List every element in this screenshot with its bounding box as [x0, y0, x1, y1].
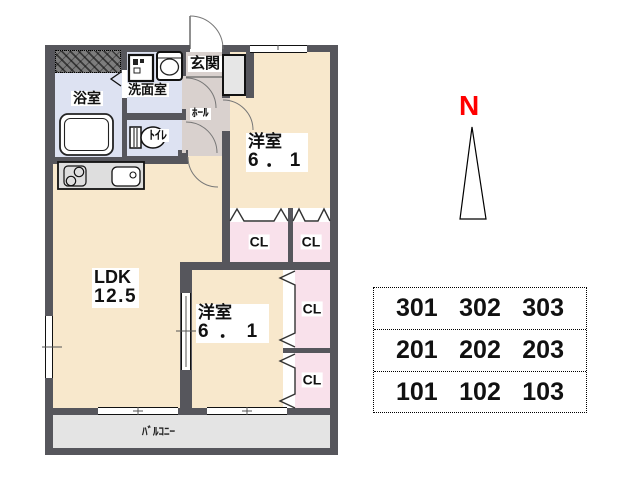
room-size: 12.5 — [94, 286, 138, 308]
entrance-label: 玄関 — [188, 55, 223, 73]
wall-stub — [178, 150, 188, 158]
closet-divider-wall — [288, 208, 293, 262]
closet-label: CL — [301, 300, 323, 317]
table-row: 201 202 203 — [374, 329, 586, 371]
room-name: LDK — [94, 267, 131, 287]
unit-number: 203 — [522, 336, 564, 364]
bathroom-label: 浴室 — [71, 90, 103, 107]
unit-number: 101 — [396, 378, 438, 406]
table-row: 301 302 303 — [374, 288, 586, 329]
washroom-label: 洗面室 — [126, 82, 170, 98]
western-room-lower-label: 洋室 6．1 — [196, 303, 269, 343]
washroom-doorway-gap — [182, 76, 186, 109]
entrance-side-wall — [246, 52, 254, 98]
bathroom-doorway-gap — [122, 70, 127, 98]
balcony-floor — [53, 415, 330, 448]
unit-number: 102 — [459, 378, 501, 406]
closet-folding-door-strip-middle — [283, 270, 295, 348]
closet-label: CL — [248, 233, 270, 250]
balcony-window-right — [207, 407, 287, 415]
table-row: 101 102 103 — [374, 371, 586, 413]
lower-room-top-wall — [192, 262, 290, 270]
compass-north-label: N — [459, 90, 480, 121]
room-size: 6．1 — [198, 321, 267, 343]
hatched-service-area — [55, 50, 121, 73]
unit-number-table: 301 302 303 201 202 203 101 102 103 — [373, 287, 587, 413]
window-top — [250, 45, 307, 53]
window-left — [45, 316, 53, 378]
unit-number: 202 — [459, 336, 501, 364]
shoe-cabinet — [222, 54, 246, 96]
unit-number: 301 — [396, 294, 438, 322]
bathroom-floor — [55, 73, 122, 157]
closet-folding-door-strip-top — [230, 208, 330, 222]
unit-number: 302 — [459, 294, 501, 322]
balcony-window-left — [98, 407, 178, 415]
hall-label: ﾎｰﾙ — [190, 107, 211, 120]
room-size: 6．1 — [248, 150, 307, 172]
western-room-doorway-gap — [222, 98, 230, 131]
unit-number: 103 — [522, 378, 564, 406]
compass-needle-icon — [459, 126, 487, 220]
room-name: 洋室 — [198, 303, 232, 322]
western-room-upper-label: 洋室 6．1 — [246, 132, 309, 172]
toilet-label: ﾄｲﾚ — [147, 128, 170, 142]
closet-label: CL — [300, 233, 322, 250]
ldk-label: LDK 12.5 — [92, 267, 140, 308]
entrance-doorway-gap — [190, 45, 222, 52]
unit-number: 201 — [396, 336, 438, 364]
sliding-partition — [181, 293, 191, 370]
room-name: 洋室 — [248, 132, 282, 151]
balcony-label: ﾊﾞﾙｺﾆｰ — [142, 426, 175, 438]
closet-label: CL — [301, 371, 323, 388]
closet-folding-door-strip-bottom — [283, 353, 295, 408]
toilet-doorway-gap — [182, 120, 186, 153]
unit-number: 303 — [522, 294, 564, 322]
ldk-doorway-floor — [188, 156, 222, 164]
